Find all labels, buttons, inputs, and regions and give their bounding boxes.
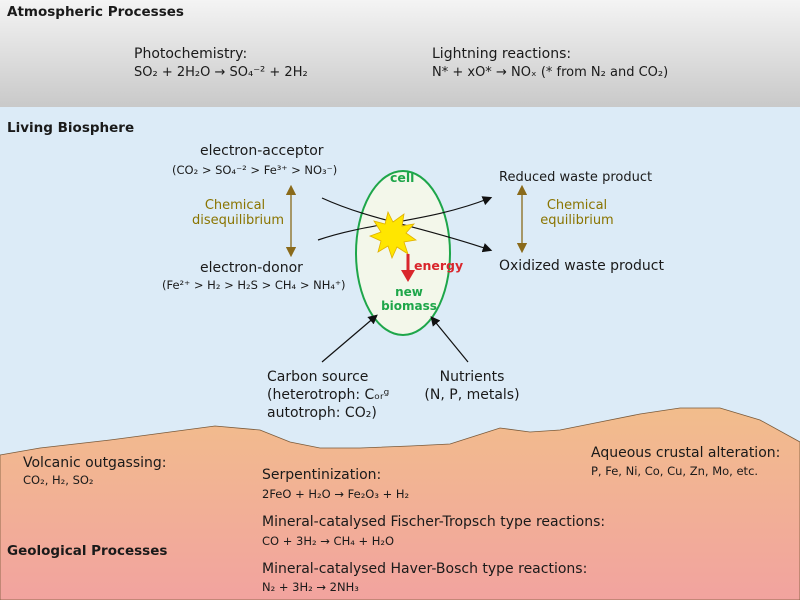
fischer-tropsch-label: Mineral-catalysed Fischer-Tropsch type r… <box>262 514 606 530</box>
lightning-equation: N* + xO* → NOₓ (* from N₂ and CO₂) <box>432 65 669 80</box>
carbon-source-line3: autotroph: CO₂) <box>267 405 377 422</box>
equilibrium-line2: equilibrium <box>540 212 614 228</box>
energy-arrow-head <box>401 270 415 282</box>
nutrients-line2: (N, P, metals) <box>424 387 520 404</box>
disequilibrium-line1: Chemical <box>204 198 266 213</box>
reduced-waste-label: Reduced waste product <box>499 170 653 185</box>
carbon-source-line1: Carbon source <box>267 369 369 385</box>
biosphere-title: Living Biosphere <box>7 120 135 136</box>
aqueous-elements: P, Fe, Ni, Co, Cu, Zn, Mo, etc. <box>591 464 759 478</box>
haber-bosch-label: Mineral-catalysed Haver-Bosch type react… <box>262 561 588 577</box>
cell-label: cell <box>390 170 415 185</box>
biomass-line2: biomass <box>381 298 437 313</box>
geology-band <box>0 407 800 600</box>
oxidized-waste-label: Oxidized waste product <box>499 258 664 274</box>
geology-title: Geological Processes <box>7 543 168 559</box>
disequilibrium-label: Chemical disequilibrium <box>192 198 285 229</box>
electron-donor-series: (Fe²⁺ > H₂ > H₂S > CH₄ > NH₄⁺) <box>162 278 346 292</box>
energy-burst-icon <box>368 210 418 260</box>
equilibrium-line1: Chemical <box>546 198 608 213</box>
serpentinization-equation: 2FeO + H₂O → Fe₂O₃ + H₂ <box>262 487 410 501</box>
volcanic-label: Volcanic outgassing: <box>23 455 167 471</box>
lightning-label: Lightning reactions: <box>432 46 572 62</box>
photochemistry-label: Photochemistry: <box>134 46 248 62</box>
atmosphere-title: Atmospheric Processes <box>7 4 184 20</box>
atmosphere-band <box>0 0 800 107</box>
aqueous-label: Aqueous crustal alteration: <box>591 445 781 461</box>
electron-acceptor-series: (CO₂ > SO₄⁻² > Fe³⁺ > NO₃⁻) <box>172 163 338 177</box>
nutrients-label: Nutrients (N, P, metals) <box>424 368 520 404</box>
cell-outline <box>355 170 451 336</box>
photochemistry-equation: SO₂ + 2H₂O → SO₄⁻² + 2H₂ <box>134 65 308 80</box>
biomass-line1: new <box>395 285 423 299</box>
equilibrium-label: Chemical equilibrium <box>532 198 622 229</box>
electron-acceptor-label: electron-acceptor <box>200 143 324 159</box>
energy-label: energy <box>414 258 464 273</box>
nutrients-line1: Nutrients <box>439 369 505 385</box>
volcanic-species: CO₂, H₂, SO₂ <box>23 473 94 487</box>
carbon-source-label: Carbon source (heterotroph: Cₒᵣᵍ autotro… <box>267 368 389 423</box>
disequilibrium-line2: disequilibrium <box>192 212 285 228</box>
new-biomass-label: new biomass <box>380 285 438 314</box>
carbon-source-line2: (heterotroph: Cₒᵣᵍ <box>267 387 390 404</box>
nutrients-arrow <box>430 316 469 363</box>
electron-donor-label: electron-donor <box>200 260 303 276</box>
fischer-tropsch-equation: CO + 3H₂ → CH₄ + H₂O <box>262 534 395 548</box>
haber-bosch-equation: N₂ + 3H₂ → 2NH₃ <box>262 580 359 594</box>
carbon-source-arrow <box>321 314 378 363</box>
serpentinization-label: Serpentinization: <box>262 467 382 483</box>
